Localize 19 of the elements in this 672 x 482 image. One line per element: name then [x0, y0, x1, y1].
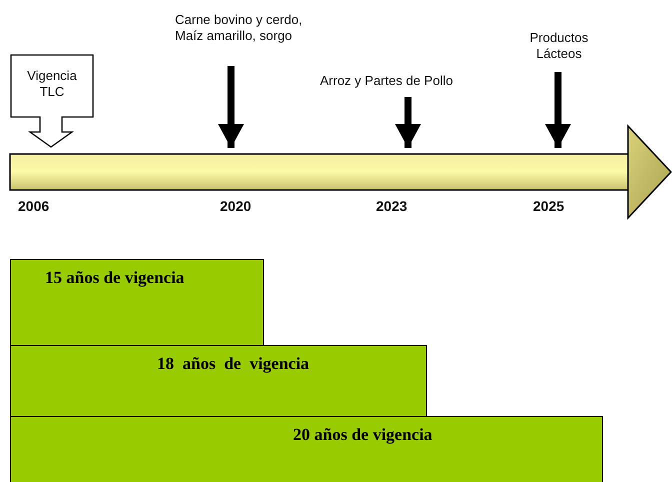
- year-label: 2006: [18, 198, 50, 214]
- callout-text: Vigencia TLC: [26, 68, 78, 100]
- year-label: 2023: [376, 198, 408, 214]
- arrow: [218, 66, 244, 148]
- bar-label: 18 años de vigencia: [157, 354, 310, 374]
- bar-label: 20 años de vigencia: [293, 425, 432, 445]
- callout-arrow-box: [10, 54, 94, 148]
- event-label: Productos Lácteos: [516, 30, 602, 62]
- year-label: 2025: [533, 198, 564, 214]
- arrow: [395, 97, 421, 148]
- duration-bar: [10, 416, 603, 482]
- duration-bar: [10, 259, 264, 346]
- arrow: [545, 72, 571, 148]
- event-label: Arroz y Partes de Pollo: [320, 73, 496, 89]
- bar-label: 15 años de vigencia: [45, 268, 184, 288]
- duration-bar: [10, 345, 427, 417]
- year-label: 2020: [220, 198, 252, 214]
- timeline-arrow: [10, 124, 672, 220]
- event-label: Carne bovino y cerdo, Maíz amarillo, sorgo: [175, 12, 325, 44]
